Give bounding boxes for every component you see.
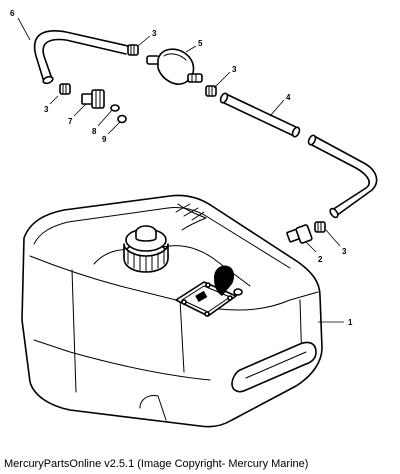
fuel-tank-1 bbox=[21, 194, 323, 428]
callout-5: 5 bbox=[198, 39, 203, 48]
callout-3-bulb: 3 bbox=[232, 65, 237, 74]
hose-4 bbox=[219, 92, 301, 138]
hose-6 bbox=[33, 30, 129, 85]
o-ring-8 bbox=[110, 104, 120, 112]
callout-9: 9 bbox=[102, 135, 107, 144]
callout-4: 4 bbox=[286, 93, 291, 102]
leader-lines bbox=[17, 17, 344, 323]
callout-numbers: 6 3 5 3 4 3 7 8 9 2 3 1 bbox=[10, 9, 353, 327]
ring-9 bbox=[117, 114, 127, 124]
clamp-3-right bbox=[314, 221, 326, 233]
callout-1: 1 bbox=[348, 318, 353, 327]
callout-3-left: 3 bbox=[44, 105, 49, 114]
clamp-3-top bbox=[127, 44, 139, 56]
callout-7: 7 bbox=[68, 117, 73, 126]
fitting-2 bbox=[286, 224, 313, 244]
image-caption: MercuryPartsOnline v2.5.1 (Image Copyrig… bbox=[4, 458, 309, 470]
clamp-3-bulb bbox=[205, 85, 217, 97]
clamp-3-left bbox=[59, 83, 71, 95]
fitting-7 bbox=[81, 89, 105, 109]
hose-tank-outlet bbox=[307, 134, 378, 219]
callout-3-right: 3 bbox=[342, 247, 347, 256]
callout-3-top: 3 bbox=[152, 29, 157, 38]
callout-8: 8 bbox=[92, 127, 97, 136]
primer-bulb-5 bbox=[146, 48, 203, 85]
callout-2: 2 bbox=[318, 255, 323, 264]
callout-6: 6 bbox=[10, 9, 15, 18]
